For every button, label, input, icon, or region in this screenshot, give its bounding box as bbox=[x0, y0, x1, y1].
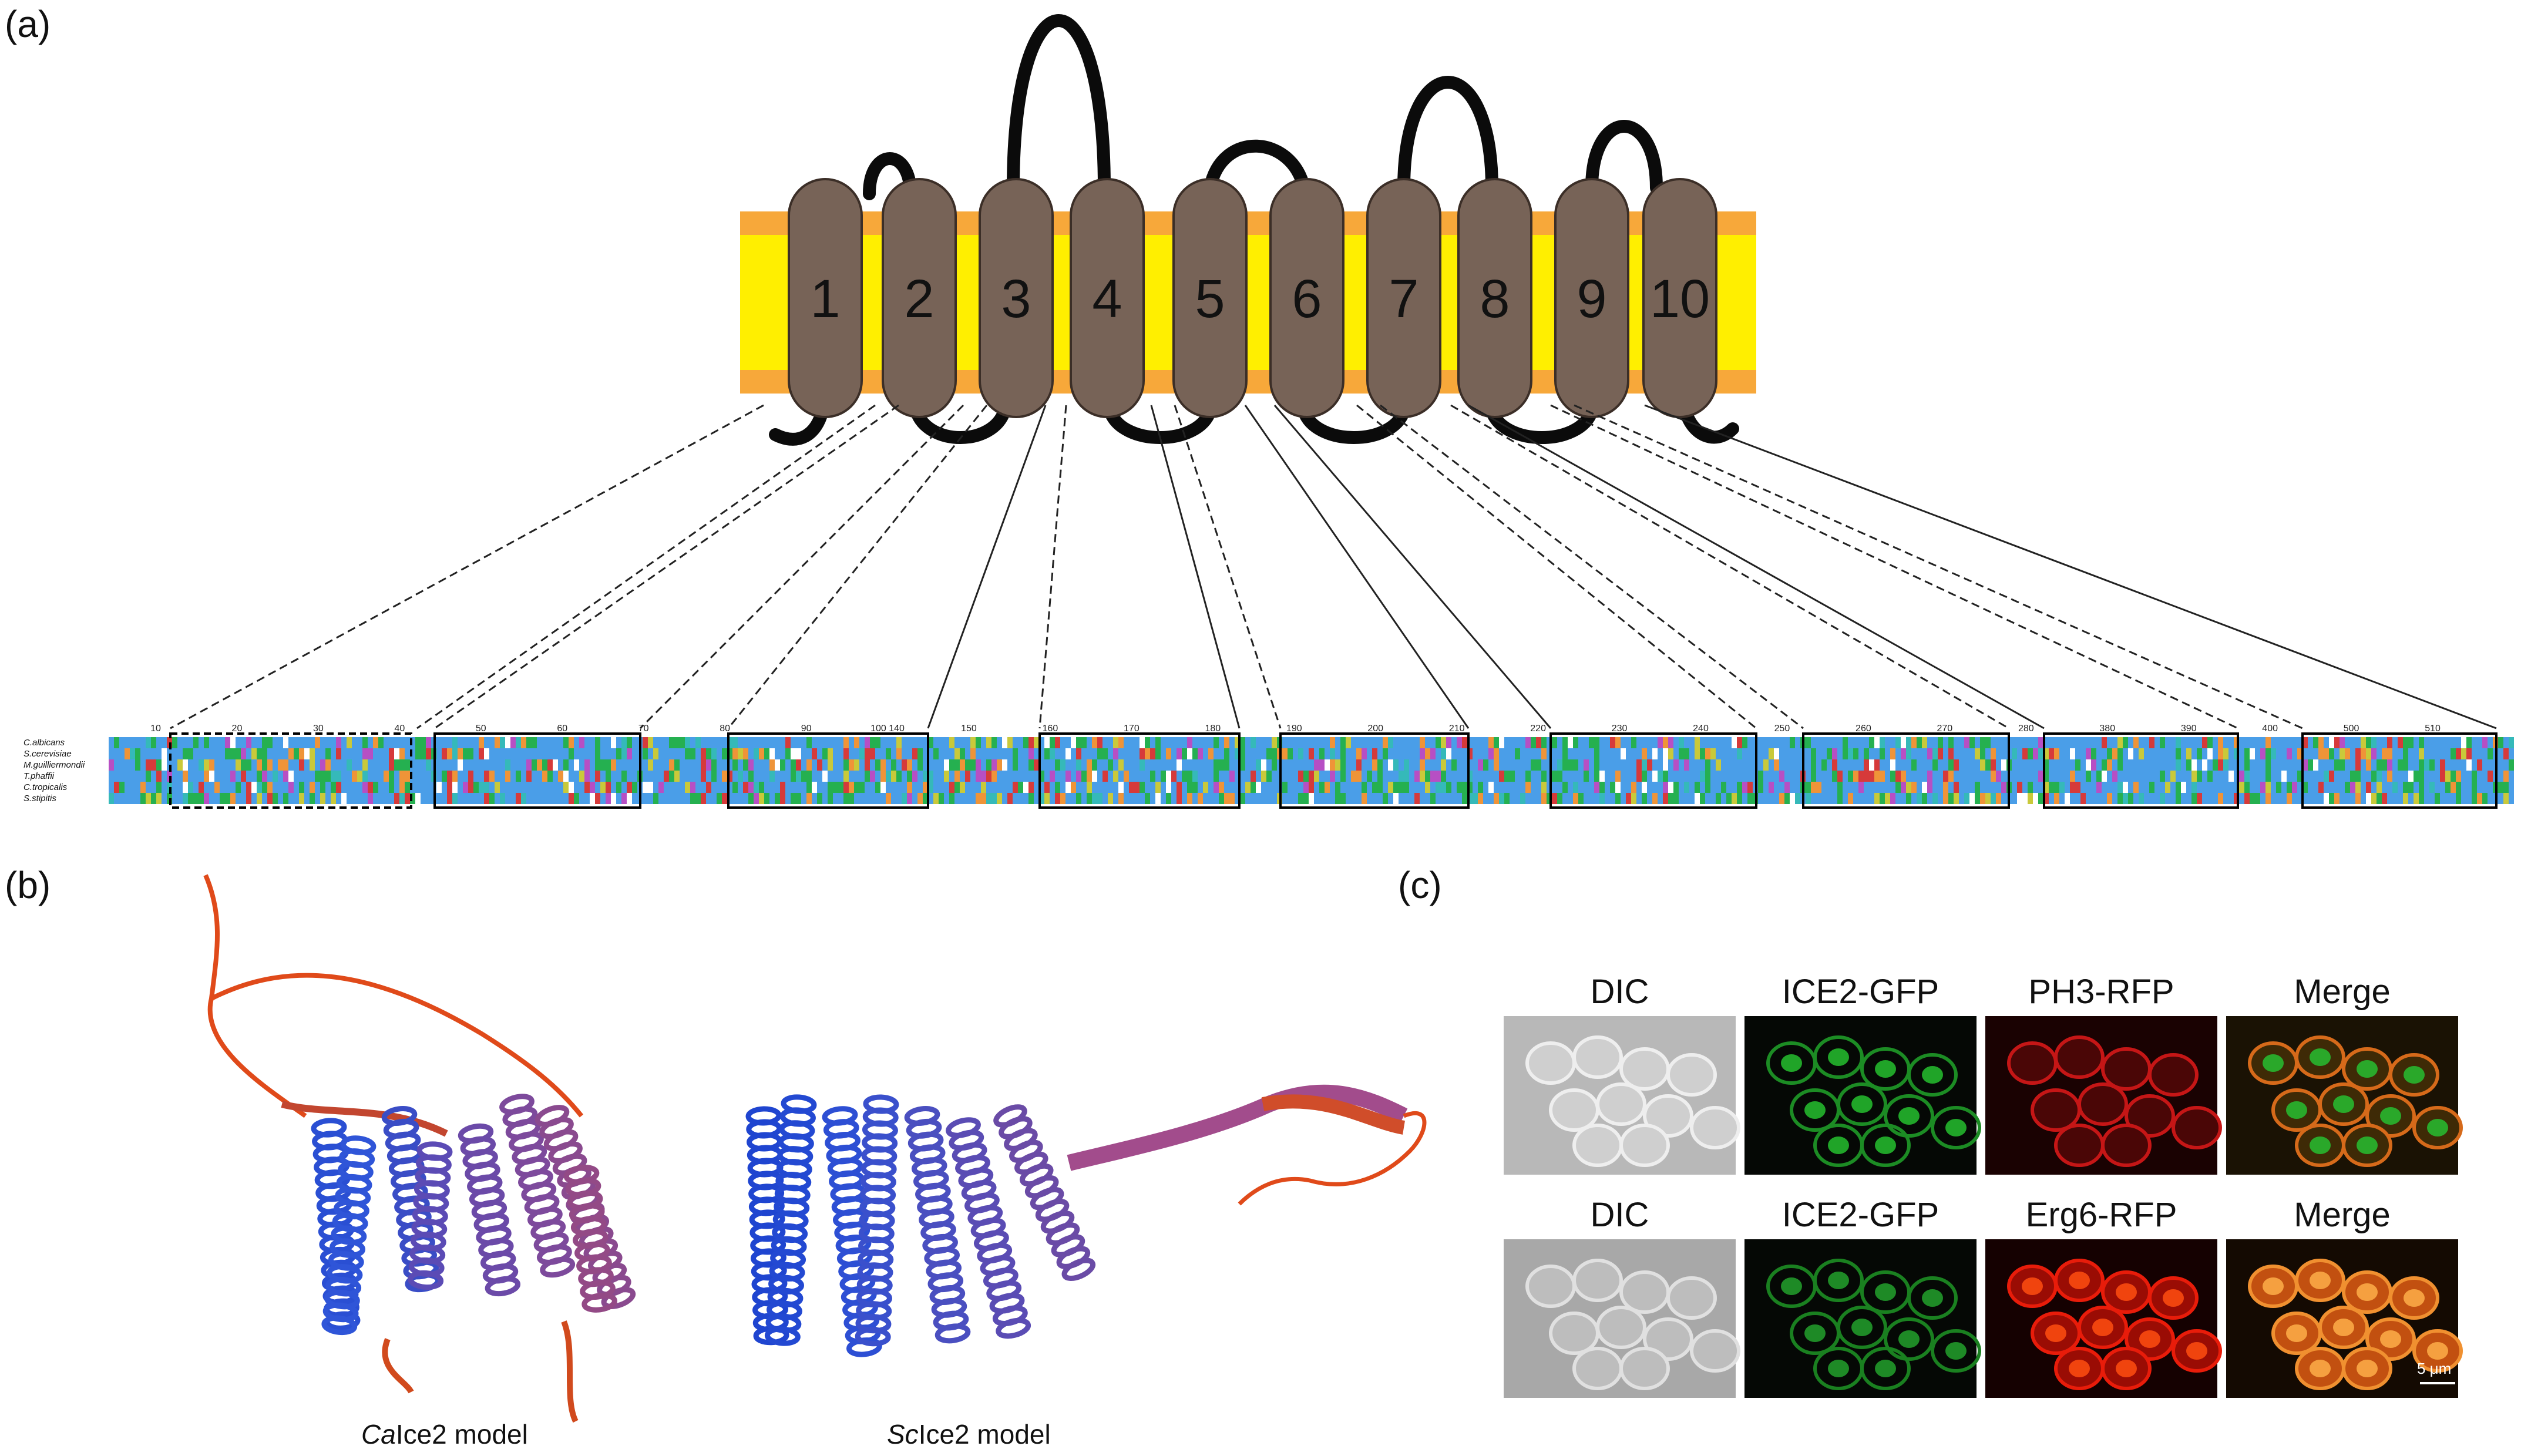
label-row2-gfp: ICE2-GFP bbox=[1781, 1196, 1940, 1234]
helix-7: 7 bbox=[1366, 178, 1441, 418]
sc-model-caption: ScIce2 model bbox=[887, 1419, 1051, 1450]
ruler-tick-label: 390 bbox=[2181, 724, 2197, 734]
ruler-tick-label: 260 bbox=[1856, 724, 1871, 734]
label-row1-gfp: ICE2-GFP bbox=[1781, 973, 1940, 1011]
helix-3: 3 bbox=[979, 178, 1054, 418]
ruler-tick-label: 20 bbox=[232, 724, 243, 734]
panel-label-c: (c) bbox=[1398, 864, 1442, 906]
ruler-tick-label: 230 bbox=[1612, 724, 1628, 734]
tm-box-1 bbox=[169, 732, 412, 809]
species-name: M.guilliermondii bbox=[23, 760, 85, 770]
label-row2-merge: Merge bbox=[2294, 1196, 2391, 1234]
tm-box-6 bbox=[1549, 732, 1757, 809]
ruler-tick-label: 220 bbox=[1530, 724, 1546, 734]
ruler-tick-label: 90 bbox=[801, 724, 812, 734]
tm-box-8 bbox=[2043, 732, 2239, 809]
alignment-ruler: 10 20 30 40 50 60 70 80 90 100 140 150 160 170 180 190… bbox=[150, 724, 2441, 734]
helix-1: 1 bbox=[788, 178, 863, 418]
ruler-tick-label: 180 bbox=[1205, 724, 1221, 734]
sc-ice2-model bbox=[745, 1084, 1427, 1357]
label-row1-merge: Merge bbox=[2294, 973, 2391, 1011]
ruler-tick-label: 160 bbox=[1043, 724, 1058, 734]
ruler-tick-label: 100 140 bbox=[870, 724, 905, 734]
helix-8: 8 bbox=[1457, 178, 1532, 418]
ruler-tick-label: 270 bbox=[1937, 724, 1953, 734]
ruler-tick-label: 70 bbox=[638, 724, 649, 734]
helix-label-1: 1 bbox=[810, 269, 840, 329]
helix-label-2: 2 bbox=[904, 269, 934, 329]
ruler-tick-label: 50 bbox=[476, 724, 486, 734]
label-row1-dic: DIC bbox=[1590, 973, 1649, 1011]
helix-group: 1 2 3 4 5 6 7 8 9 10 bbox=[788, 178, 1717, 418]
species-name: C.albicans bbox=[23, 738, 65, 748]
scale-bar-label: 5 μm bbox=[2417, 1360, 2452, 1377]
ruler-tick-label: 510 bbox=[2425, 724, 2441, 734]
tm-box-9 bbox=[2301, 732, 2498, 809]
helix-6: 6 bbox=[1269, 178, 1344, 418]
ruler-tick-label: 10 bbox=[150, 724, 161, 734]
species-name: C.tropicalis bbox=[23, 782, 68, 792]
ruler-tick-label: 80 bbox=[720, 724, 730, 734]
ruler-tick-label: 170 bbox=[1124, 724, 1140, 734]
helix-label-6: 6 bbox=[1292, 269, 1322, 329]
ca-model-caption: CaIce2 model bbox=[361, 1419, 528, 1450]
microscopy-grid bbox=[1504, 1016, 2463, 1398]
sequence-alignment bbox=[109, 732, 2514, 809]
panel-label-b: (b) bbox=[5, 864, 51, 906]
ruler-tick-label: 250 bbox=[1774, 724, 1790, 734]
ca-ice2-model bbox=[203, 874, 636, 1423]
helix-2: 2 bbox=[882, 178, 957, 418]
tm-box-4 bbox=[1038, 732, 1241, 809]
helix-label-9: 9 bbox=[1577, 269, 1606, 329]
helix-label-8: 8 bbox=[1480, 269, 1510, 329]
tm-box-7 bbox=[1802, 732, 2010, 809]
ruler-tick-label: 190 bbox=[1286, 724, 1302, 734]
tm-box-3 bbox=[727, 732, 929, 809]
ruler-tick-label: 280 bbox=[2018, 724, 2034, 734]
species-name: S.stipitis bbox=[23, 793, 56, 803]
helix-label-5: 5 bbox=[1195, 269, 1225, 329]
ruler-tick-label: 400 bbox=[2262, 724, 2278, 734]
panel-label-a: (a) bbox=[5, 3, 51, 45]
ruler-tick-label: 60 bbox=[557, 724, 567, 734]
tm-box-2 bbox=[433, 732, 641, 809]
tm-box-5 bbox=[1279, 732, 1470, 809]
species-name: T.phaffii bbox=[23, 771, 54, 781]
species-name: S.cerevisiae bbox=[23, 749, 72, 759]
helix-label-7: 7 bbox=[1389, 269, 1419, 329]
helix-5: 5 bbox=[1172, 178, 1248, 418]
helix-label-4: 4 bbox=[1092, 269, 1122, 329]
connector-lines bbox=[170, 404, 2497, 729]
ruler-tick-label: 380 bbox=[2099, 724, 2115, 734]
ruler-tick-label: 200 bbox=[1367, 724, 1383, 734]
label-row2-rfp: Erg6-RFP bbox=[2025, 1196, 2177, 1234]
helix-4: 4 bbox=[1070, 178, 1145, 418]
ruler-tick-label: 240 bbox=[1693, 724, 1709, 734]
ruler-tick-label: 30 bbox=[313, 724, 324, 734]
label-row1-rfp: PH3-RFP bbox=[2028, 973, 2174, 1011]
ruler-tick-label: 500 bbox=[2344, 724, 2359, 734]
helix-label-3: 3 bbox=[1001, 269, 1031, 329]
ruler-tick-label: 40 bbox=[394, 724, 405, 734]
ruler-tick-label: 150 bbox=[961, 724, 977, 734]
helix-label-10: 10 bbox=[1650, 269, 1710, 329]
label-row2-dic: DIC bbox=[1590, 1196, 1649, 1234]
helix-9: 9 bbox=[1554, 178, 1629, 418]
helix-10: 10 bbox=[1642, 178, 1717, 418]
ruler-tick-label: 210 bbox=[1449, 724, 1465, 734]
